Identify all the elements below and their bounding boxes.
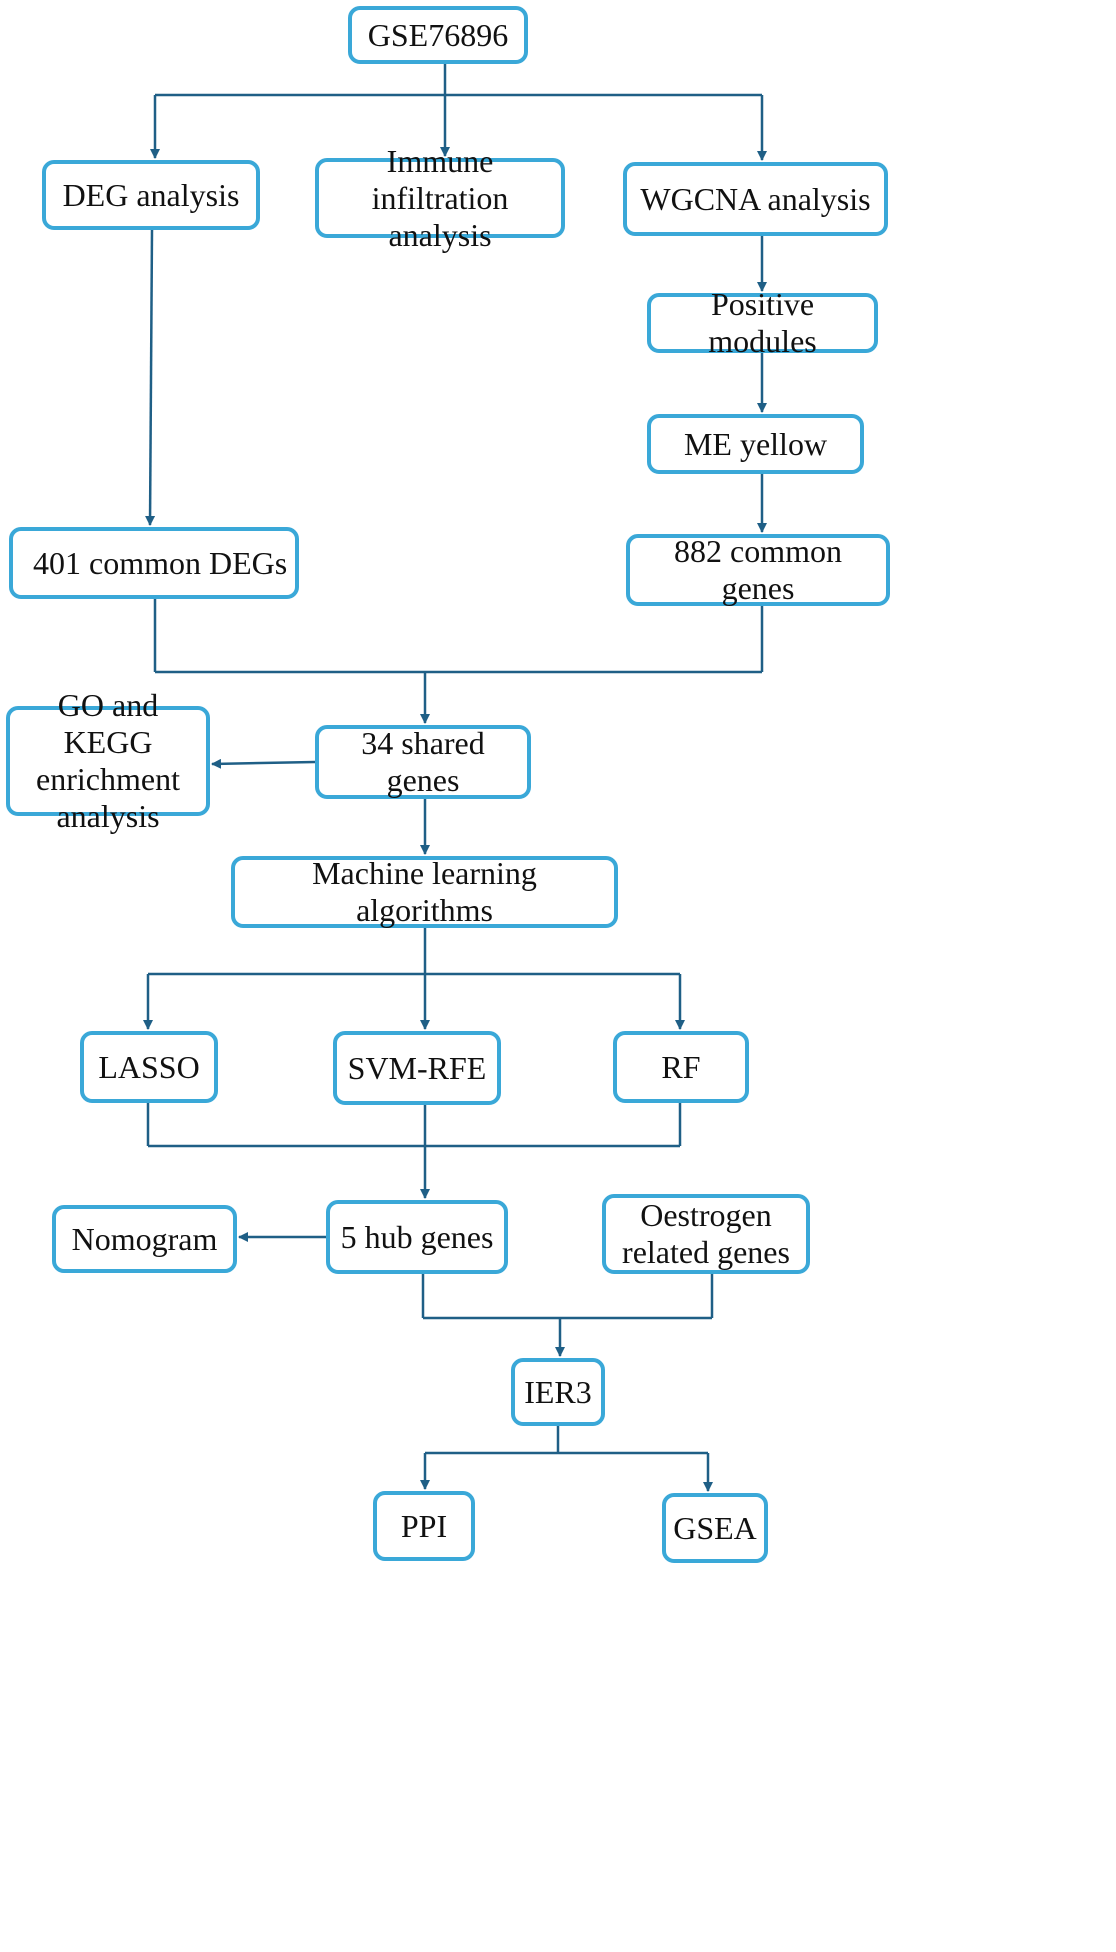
node-go-kegg: GO and KEGG enrichment analysis <box>6 687 210 834</box>
node-nomogram: Nomogram <box>52 1205 237 1273</box>
node-ml: Machine learning algorithms <box>231 855 618 928</box>
node-oestrogen: Oestrogen related genes <box>602 1194 810 1274</box>
arrow-deg-to-degs401 <box>145 229 156 526</box>
node-ppi-label: PPI <box>400 1507 448 1544</box>
node-gsea: GSEA <box>662 1493 768 1563</box>
node-gsea-label: GSEA <box>673 1509 757 1546</box>
node-nomogram-label: Nomogram <box>71 1220 218 1257</box>
node-svm: SVM-RFE <box>333 1031 501 1105</box>
node-ier3: IER3 <box>511 1358 605 1426</box>
node-gse: GSE76896 <box>348 6 528 64</box>
node-hub5-label: 5 hub genes <box>340 1218 494 1255</box>
node-shared34: 34 shared genes <box>315 725 531 799</box>
node-lasso-label: LASSO <box>98 1048 200 1085</box>
node-gse-label: GSE76896 <box>367 16 509 53</box>
node-deg-label: DEG analysis <box>62 176 240 213</box>
node-lasso: LASSO <box>80 1031 218 1103</box>
node-rf-label: RF <box>661 1048 701 1085</box>
node-me-yellow-label: ME yellow <box>683 425 828 462</box>
node-me-yellow: ME yellow <box>647 414 864 474</box>
node-ppi: PPI <box>373 1491 475 1561</box>
node-immune: Immune infiltration analysis <box>315 143 565 253</box>
node-hub5: 5 hub genes <box>326 1200 508 1274</box>
node-degs401: 401 common DEGs <box>9 527 299 599</box>
node-positive: Positive modules <box>647 286 878 359</box>
node-genes882: 882 common genes <box>626 533 890 606</box>
node-wgcna: WGCNA analysis <box>623 162 888 236</box>
node-svm-label: SVM-RFE <box>347 1049 487 1086</box>
arrow-shared34-to-go-kegg <box>211 758 316 769</box>
node-shared34-label: 34 shared genes <box>361 725 485 798</box>
node-genes882-label: 882 common genes <box>674 533 842 606</box>
node-wgcna-label: WGCNA analysis <box>640 180 871 217</box>
node-oestrogen-label: Oestrogen related genes <box>622 1197 790 1270</box>
node-positive-label: Positive modules <box>708 286 817 359</box>
node-immune-label: Immune infiltration analysis <box>371 142 509 253</box>
node-ier3-label: IER3 <box>524 1373 592 1410</box>
node-deg: DEG analysis <box>42 160 260 230</box>
node-degs401-label: 401 common DEGs <box>33 544 288 581</box>
node-rf: RF <box>613 1031 749 1103</box>
node-go-kegg-label: GO and KEGG enrichment analysis <box>36 687 180 834</box>
node-ml-label: Machine learning algorithms <box>312 855 537 928</box>
